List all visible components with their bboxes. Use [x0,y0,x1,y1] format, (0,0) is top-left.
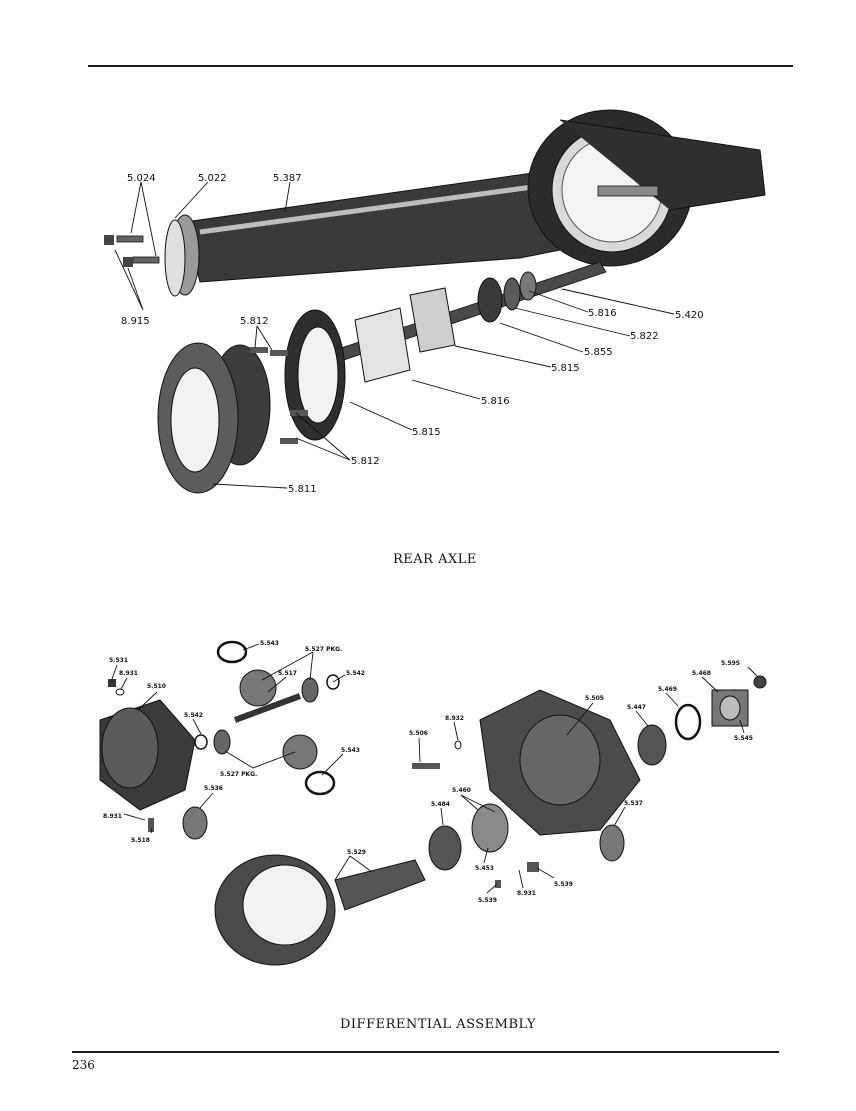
side-gear-upper [239,669,277,707]
caption-rear-axle: REAR AXLE [393,552,477,567]
drive-pinion [334,859,426,911]
wheel-stud-2 [270,350,288,356]
dcallout-5542-lower: 5.542 [184,712,203,719]
adjusting-nut [599,824,625,862]
pinion-shaft-stub [597,185,659,197]
stud-washer [454,740,462,750]
callout-5822: 5.822 [630,331,659,342]
dcallout-8931-upper: 8.931 [119,670,138,677]
dcallout-5543-upper: 5.543 [260,640,279,647]
callout-5811: 5.811 [288,484,317,495]
page-number: 236 [72,1058,95,1072]
case-bolt [148,818,154,832]
case-bearing [182,806,208,840]
dcallout-5510: 5.510 [147,683,166,690]
flange-nut [753,675,767,689]
gasket-plate [354,307,411,383]
nut-lower [123,257,133,267]
callout-5815-lower: 5.815 [412,427,441,438]
carrier-stud [412,763,440,769]
dcallout-5460: 5.460 [452,787,471,794]
callout-5812-upper: 5.812 [240,316,269,327]
pinion-shaft [233,693,302,723]
caption-differential-assembly: DIFFERENTIAL ASSEMBLY [340,1017,536,1032]
lock-bolt [495,880,501,888]
oil-seal [519,271,537,301]
dcallout-5447: 5.447 [627,704,646,711]
dcallout-5484: 5.484 [431,801,450,808]
dcallout-5542-upper: 5.542 [346,670,365,677]
wheel-stud-3 [290,410,308,416]
pinion-rear-bearing [428,825,462,871]
pinion-washer-lower [194,734,208,750]
dcallout-5545: 5.545 [734,735,753,742]
dcallout-5469: 5.469 [658,686,677,693]
dcallout-8932: 8.932 [445,715,464,722]
wheel-stud-4 [280,438,298,444]
callout-5024: 5.024 [127,173,156,184]
callout-5022: 5.022 [198,173,227,184]
thrust-washer-lower [304,770,336,796]
thrust-washer-upper [216,640,248,664]
pinion-gear-upper [301,677,319,703]
lock-nut [108,679,116,687]
lock-strap [527,862,539,872]
callout-5816-upper: 5.816 [588,308,617,319]
dcallout-5529: 5.529 [347,849,366,856]
wheel-bearing [477,277,503,323]
callout-5816-lower: 5.816 [481,396,510,407]
oil-seal-ring [674,703,702,741]
dcallout-5518: 5.518 [131,837,150,844]
side-gear-lower [282,734,318,770]
flange-gasket [164,219,186,297]
bearing-retainer [503,277,521,311]
callout-5812-lower: 5.812 [351,456,380,467]
dcallout-5543-lower: 5.543 [341,747,360,754]
callout-5420: 5.420 [675,310,704,321]
pinion-front-bearing [637,724,667,766]
dcallout-5506: 5.506 [409,730,428,737]
dcallout-5539-right: 5.539 [554,881,573,888]
callout-5387: 5.387 [273,173,302,184]
bottom-rule [72,1051,779,1053]
dcallout-5517: 5.517 [278,670,297,677]
wheel-stud-1 [250,347,268,353]
dcallout-5595: 5.595 [721,660,740,667]
bolt-upper [116,235,144,243]
dcallout-5505: 5.505 [585,695,604,702]
dcallout-8931-right: 8.931 [517,890,536,897]
dcallout-8931-left: 8.931 [103,813,122,820]
pinion-gear-lower [213,729,231,755]
dcallout-5536: 5.536 [204,785,223,792]
dcallout-5531: 5.531 [109,657,128,664]
callout-8915: 8.915 [121,316,150,327]
dcallout-5527-pkg-upper: 5.527 PKG. [305,646,342,653]
callout-5855: 5.855 [584,347,613,358]
dcallout-5468: 5.468 [692,670,711,677]
dcallout-5453: 5.453 [475,865,494,872]
nut-upper [104,235,114,245]
top-rule [88,65,793,67]
bearing-retainer-plate [409,287,456,353]
dcallout-5539-left: 5.539 [478,897,497,904]
dcallout-5537: 5.537 [624,800,643,807]
callout-5815-upper: 5.815 [551,363,580,374]
pinion-bearing-cup [471,803,509,853]
lock-washer [115,688,125,696]
dcallout-5527-pkg-lower: 5.527 PKG. [220,771,257,778]
